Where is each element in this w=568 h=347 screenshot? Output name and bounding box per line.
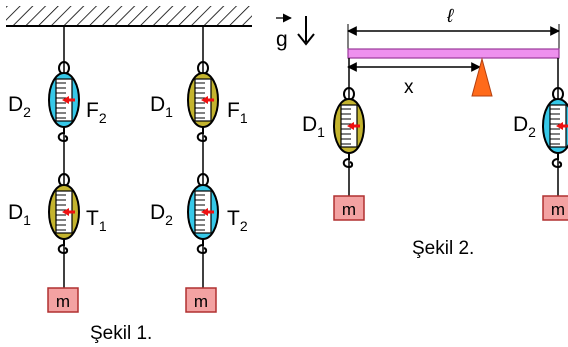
distance-dimension: x	[347, 62, 481, 98]
label-left-top-scale: D2	[8, 93, 31, 120]
scale-right-top	[187, 61, 219, 143]
scale-left-bottom	[48, 173, 80, 255]
scale-rod-right	[542, 87, 568, 169]
label-right-bottom-reading: T2	[227, 207, 248, 234]
mass-rod-right: m	[542, 195, 568, 221]
label-left-bottom-scale: D1	[8, 201, 31, 228]
scale-pointer-icon	[201, 208, 214, 216]
scale-hook-icon	[57, 239, 69, 255]
label-right-bottom-scale: D2	[150, 201, 173, 228]
gravity-arrow-icon	[297, 16, 315, 46]
label-rod-left-scale: D1	[302, 113, 325, 140]
svg-text:m: m	[56, 292, 70, 311]
svg-text:m: m	[194, 292, 208, 311]
label-right-top-reading: F1	[227, 99, 248, 126]
figure-1: m m D2 F2 D1 T1 D1 F1 D2 T2 Şekil 1.	[6, 6, 252, 344]
label-left-bottom-reading: T1	[86, 207, 107, 234]
scale-pointer-icon	[201, 96, 214, 104]
scale-hook-icon	[196, 239, 208, 255]
ceiling	[6, 6, 252, 27]
svg-text:g: g	[276, 28, 288, 51]
label-right-top-scale: D1	[150, 93, 173, 120]
label-rod-right-scale: D2	[513, 113, 536, 140]
scale-pointer-icon	[556, 122, 568, 130]
scale-hook-icon	[57, 127, 69, 143]
label-left-top-reading: F2	[86, 99, 107, 126]
pivot-triangle	[471, 57, 493, 97]
length-dimension: ℓ	[347, 6, 560, 50]
scale-hook-icon	[342, 153, 354, 169]
svg-text:m: m	[342, 200, 356, 219]
scale-right-bottom	[187, 173, 219, 255]
scale-pointer-icon	[62, 96, 75, 104]
svg-text:x: x	[404, 77, 414, 98]
scale-pointer-icon	[347, 122, 360, 130]
figure-1-caption: Şekil 1.	[90, 323, 152, 344]
scale-rod-left	[333, 87, 365, 169]
scale-left-top	[48, 61, 80, 143]
figure-2: g ℓ x m	[276, 6, 568, 259]
figure-2-caption: Şekil 2.	[412, 238, 474, 259]
mass-rod-left: m	[333, 195, 365, 221]
svg-text:m: m	[551, 200, 565, 219]
gravity-indicator: g	[276, 13, 315, 51]
scale-hook-icon	[551, 153, 563, 169]
mass-right: m	[185, 287, 217, 313]
scale-hook-icon	[196, 127, 208, 143]
svg-text:ℓ: ℓ	[446, 6, 454, 27]
mass-left: m	[47, 287, 79, 313]
scale-pointer-icon	[62, 208, 75, 216]
rod	[347, 48, 560, 59]
